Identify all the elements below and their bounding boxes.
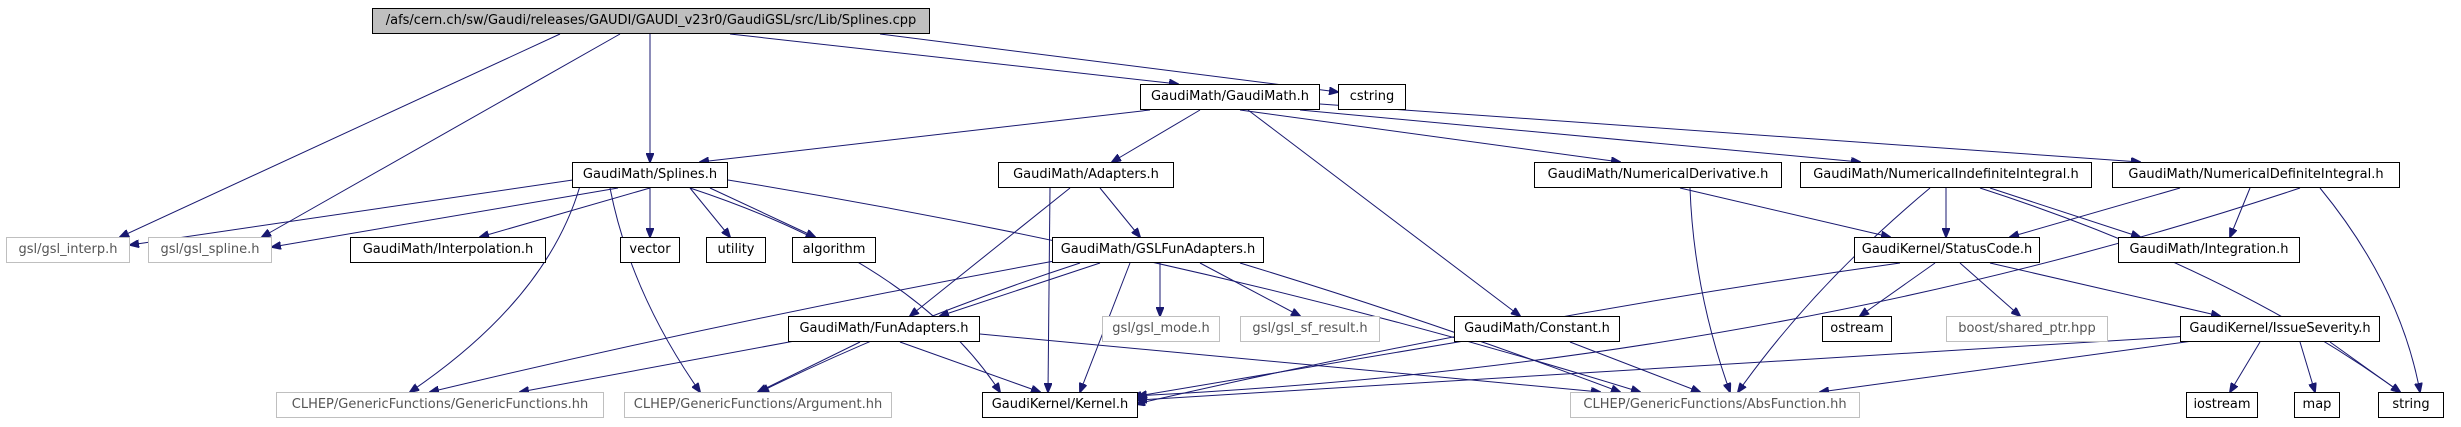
- node-gsl-mode-h[interactable]: gsl/gsl_mode.h: [1102, 316, 1220, 342]
- node-numerical-derivative-h[interactable]: GaudiMath/NumericalDerivative.h: [1534, 162, 1782, 188]
- node-gsl-spline-h[interactable]: gsl/gsl_spline.h: [148, 237, 272, 263]
- edge-gslfun-to-generic: [430, 259, 1061, 392]
- node-string[interactable]: string: [2378, 392, 2444, 418]
- node-algorithm[interactable]: algorithm: [792, 237, 876, 263]
- edge-splines-to-gsl-spline: [272, 187, 619, 247]
- edge-statuscode-to-sharedptr: [1959, 262, 2020, 316]
- edge-gslfun-to-funadapters: [940, 262, 1101, 316]
- node-adapters-h[interactable]: GaudiMath/Adapters.h: [998, 162, 1174, 188]
- node-gaudimath-h[interactable]: GaudiMath/GaudiMath.h: [1140, 84, 1320, 110]
- edge-root-to-gsl-spline: [262, 33, 621, 237]
- edge-gaudimath-to-constant: [1247, 109, 1520, 316]
- edge-severity-to-string: [2329, 341, 2400, 392]
- edge-numdef-to-statuscode: [2010, 187, 2181, 237]
- edge-adapters-to-gslfun: [1099, 187, 1140, 237]
- node-splines-h[interactable]: GaudiMath/Splines.h: [572, 162, 728, 188]
- edge-severity-to-iostream: [2230, 341, 2261, 392]
- edge-constant-to-kernel: [1138, 339, 1471, 396]
- edge-gaudimath-to-numdef: [1319, 103, 2140, 162]
- node-cstring[interactable]: cstring: [1338, 84, 1406, 110]
- edge-gaudimath-to-splines: [700, 109, 1151, 162]
- node-kernel-h[interactable]: GaudiKernel/Kernel.h: [982, 392, 1138, 418]
- node-generic-functions-hh[interactable]: CLHEP/GenericFunctions/GenericFunctions.…: [276, 392, 604, 418]
- node-ostream[interactable]: ostream: [1822, 316, 1892, 342]
- node-splines-cpp-root[interactable]: /afs/cern.ch/sw/Gaudi/releases/GAUDI/GAU…: [372, 8, 930, 34]
- edge-funadapters-to-kernel: [899, 341, 1040, 392]
- node-constant-h[interactable]: GaudiMath/Constant.h: [1454, 316, 1620, 342]
- node-interpolation-h[interactable]: GaudiMath/Interpolation.h: [350, 237, 546, 263]
- node-gsl-fun-adapters-h[interactable]: GaudiMath/GSLFunAdapters.h: [1052, 237, 1264, 263]
- edge-numindef-to-string: [1979, 187, 2400, 392]
- node-numerical-indefinite-integral-h[interactable]: GaudiMath/NumericalIndefiniteIntegral.h: [1800, 162, 2092, 188]
- edge-gaudimath-to-numderiv: [1239, 109, 1620, 162]
- edge-splines-to-algorithm: [709, 187, 815, 237]
- edge-numindef-to-absfunction: [1738, 187, 1931, 392]
- edge-constant-to-absfunction: [1569, 341, 1700, 392]
- edge-numdef-to-integration: [2230, 187, 2251, 237]
- edge-gaudimath-to-numindef: [1299, 109, 1860, 162]
- edge-numderiv-to-statuscode: [1679, 187, 1890, 237]
- node-integration-h[interactable]: GaudiMath/Integration.h: [2118, 237, 2300, 263]
- edge-splines-to-generic: [410, 185, 581, 392]
- edge-splines-to-utility: [689, 187, 730, 237]
- node-argument-hh[interactable]: CLHEP/GenericFunctions/Argument.hh: [624, 392, 892, 418]
- edge-numindef-to-integration: [1989, 187, 2140, 237]
- node-vector[interactable]: vector: [620, 237, 680, 263]
- edge-splines-to-absfunction: [727, 179, 1640, 392]
- edge-root-to-gaudimath: [729, 33, 1178, 84]
- edge-gaudimath-to-adapters: [1112, 109, 1201, 162]
- node-utility[interactable]: utility: [706, 237, 766, 263]
- edge-funadapters-to-absfunction: [979, 333, 1600, 392]
- edge-numdef-to-string: [2319, 187, 2420, 392]
- edge-numderiv-to-absfunction: [1689, 187, 1730, 392]
- edge-funadapters-to-argument: [758, 341, 861, 392]
- node-gsl-interp-h[interactable]: gsl/gsl_interp.h: [6, 237, 130, 263]
- edge-funadapters-to-generic: [520, 339, 801, 392]
- edge-severity-to-kernel: [1138, 335, 2191, 400]
- edge-statuscode-to-ostream: [1860, 262, 1936, 316]
- edge-adapters-to-funadapters: [910, 187, 1071, 316]
- edge-gslfun-to-sf-result: [1199, 262, 1300, 316]
- edge-severity-to-map: [2299, 341, 2315, 392]
- node-gsl-sf-result-h[interactable]: gsl/gsl_sf_result.h: [1240, 316, 1380, 342]
- node-issue-severity-h[interactable]: GaudiKernel/IssueSeverity.h: [2180, 316, 2380, 342]
- node-abs-function-hh[interactable]: CLHEP/GenericFunctions/AbsFunction.hh: [1570, 392, 1860, 418]
- edge-splines-to-kernel: [689, 187, 1000, 392]
- node-iostream[interactable]: iostream: [2186, 392, 2258, 418]
- node-status-code-h[interactable]: GaudiKernel/StatusCode.h: [1854, 237, 2040, 263]
- node-fun-adapters-h[interactable]: GaudiMath/FunAdapters.h: [788, 316, 980, 342]
- edge-root-to-gsl-interp: [120, 33, 561, 237]
- edge-splines-to-argument: [609, 187, 700, 392]
- edge-splines-to-interpolation: [480, 187, 651, 237]
- edge-splines-to-gsl-interp: [130, 175, 601, 245]
- node-map[interactable]: map: [2294, 392, 2340, 418]
- edge-statuscode-to-severity: [1989, 262, 2220, 316]
- edge-adapters-to-kernel: [1048, 187, 1050, 392]
- node-boost-shared-ptr-hpp[interactable]: boost/shared_ptr.hpp: [1946, 316, 2108, 342]
- edge-severity-to-absfunction: [1820, 339, 2201, 392]
- node-numerical-definite-integral-h[interactable]: GaudiMath/NumericalDefiniteIntegral.h: [2112, 162, 2400, 188]
